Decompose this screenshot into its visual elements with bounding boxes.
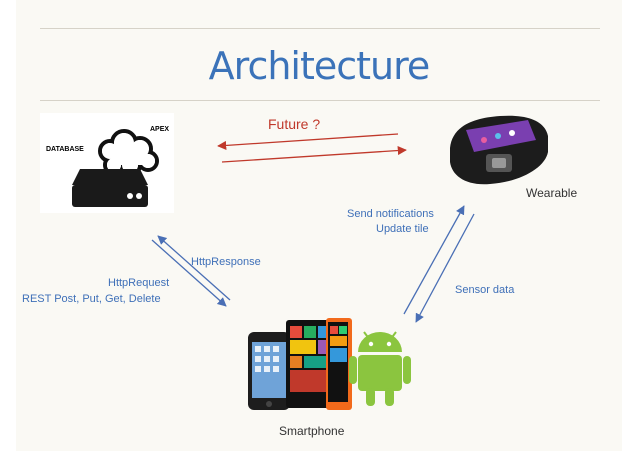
http-response-arrow — [157, 235, 231, 301]
database-node: APEX DATABASE — [40, 113, 174, 213]
database-label: DATABASE — [46, 146, 84, 153]
sensor-data-label: Sensor data — [455, 284, 515, 296]
http-response-label: HttpResponse — [191, 256, 261, 268]
smartphones-icon — [248, 318, 411, 410]
http-request-label: HttpRequest — [108, 277, 170, 289]
rest-methods-label: REST Post, Put, Get, Delete — [22, 293, 161, 305]
future-arrow-to-wearable — [221, 145, 407, 163]
smartphone-label: Smartphone — [279, 424, 345, 438]
send-notifications-label: Send notifications — [347, 208, 434, 220]
title-divider — [40, 100, 600, 101]
apex-label: APEX — [150, 126, 170, 133]
future-arrow-to-database — [217, 133, 399, 150]
slide-title: Architecture — [208, 44, 431, 88]
wearable-band-icon — [450, 115, 548, 185]
sensor-data-arrow — [415, 213, 475, 323]
future-label: Future ? — [268, 116, 321, 132]
cloud-database-icon — [72, 129, 159, 207]
send-notifications-arrow — [403, 205, 465, 315]
wearable-label: Wearable — [526, 186, 578, 200]
top-divider — [40, 28, 600, 29]
http-request-arrow — [151, 239, 227, 307]
update-tile-label: Update tile — [376, 223, 429, 235]
